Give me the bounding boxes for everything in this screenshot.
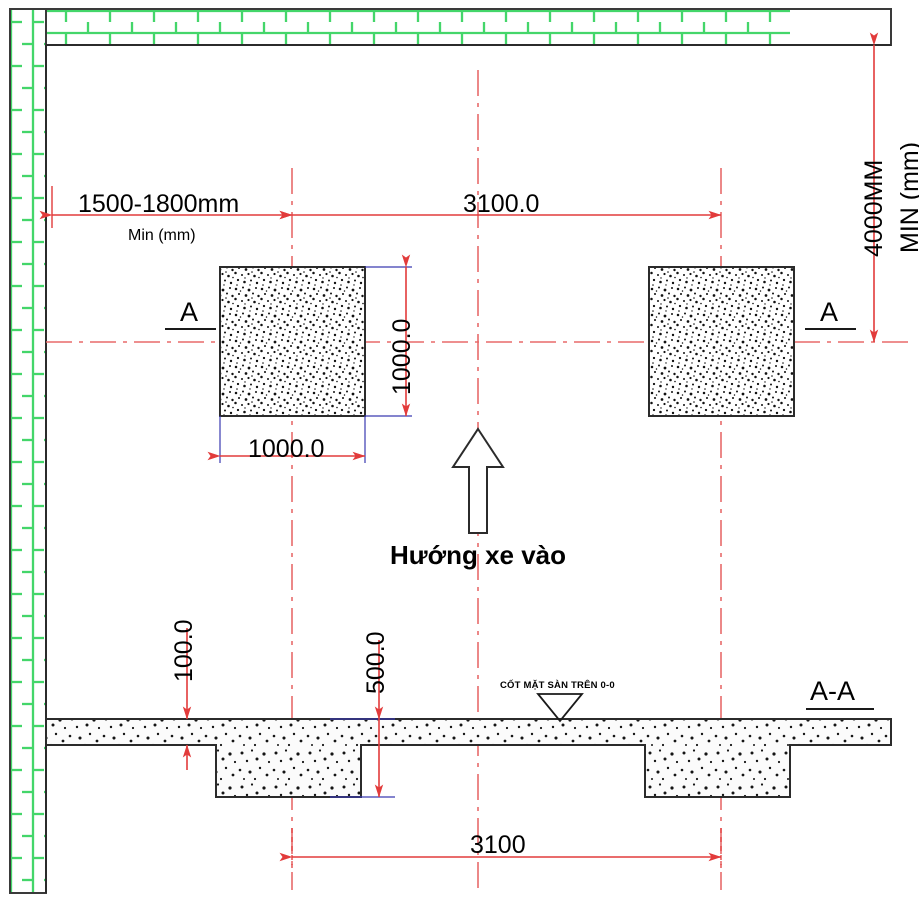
dimension-sublabel-min: Min (mm) xyxy=(128,227,196,244)
dimension-label-span-section: 3100 xyxy=(470,831,526,859)
dimension-label-left-offset: 1500-1800mm xyxy=(78,190,240,218)
footing-right-plan xyxy=(648,266,795,417)
section-mark-left: A xyxy=(180,297,199,327)
room-inner-boundary xyxy=(45,44,891,893)
section-mark-underlines xyxy=(165,328,874,710)
footing-left-plan xyxy=(219,266,366,417)
direction-label: Hướng xe vào xyxy=(390,540,567,570)
level-datum-note: CỐT MẶT SÀN TRÊN 0-0 xyxy=(500,680,615,691)
wall-masonry-left xyxy=(9,8,47,894)
dimension-label-footing-depth: 500.0 xyxy=(362,631,390,694)
vehicle-direction-arrow-icon xyxy=(451,427,505,534)
dimension-label-span-plan: 3100.0 xyxy=(463,190,540,218)
dimension-label-right-main: 4000MM xyxy=(860,159,888,257)
extension-lines-section xyxy=(330,718,395,798)
dimension-label-right-sub: MIN (mm) xyxy=(896,141,919,253)
dimension-label-slab-thickness: 100.0 xyxy=(170,619,198,682)
dimension-label-footing-height: 1000.0 xyxy=(388,318,416,395)
section-title-aa: A-A xyxy=(810,676,856,706)
dimension-lines-plan xyxy=(39,32,879,461)
section-mark-right: A xyxy=(820,297,839,327)
wall-masonry-top xyxy=(18,8,892,46)
dimension-lines-section xyxy=(182,628,722,868)
dimension-label-footing-width: 1000.0 xyxy=(248,435,325,463)
section-slab xyxy=(45,718,892,798)
level-datum-triangle-icon xyxy=(536,693,584,723)
